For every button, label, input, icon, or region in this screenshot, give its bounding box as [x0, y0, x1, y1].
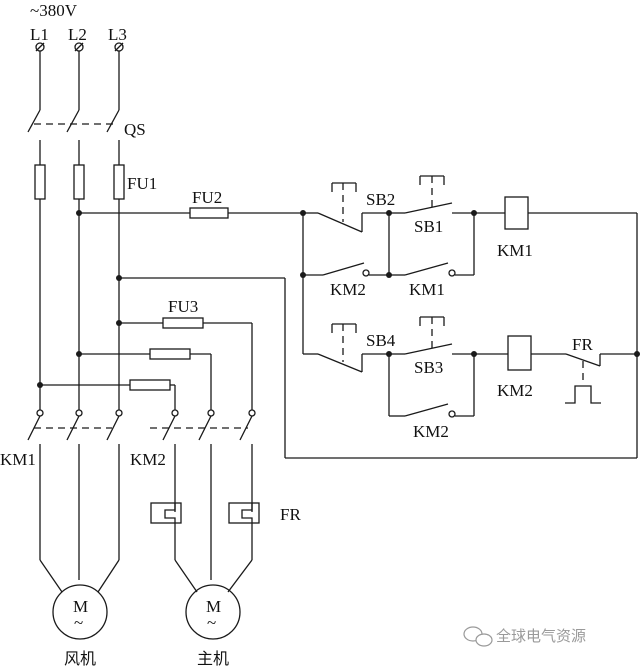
- supply-terminals: [35, 42, 124, 52]
- fr-thermal-label: FR: [280, 505, 301, 524]
- watermark-text: 全球电气资源: [496, 627, 586, 645]
- fr-contact-label: FR: [572, 335, 593, 354]
- sb1-label: SB1: [414, 217, 443, 236]
- km1-main-contacts: [27, 409, 123, 593]
- rung1-wiring: [300, 196, 637, 354]
- qs-label: QS: [124, 120, 146, 139]
- km2-main-label: KM2: [130, 450, 166, 469]
- sb4-label: SB4: [366, 331, 396, 350]
- fu3-label: FU3: [168, 297, 198, 316]
- km2-aux-label: KM2: [413, 422, 449, 441]
- fu1-label: FU1: [127, 174, 157, 193]
- km1-coil-label: KM1: [497, 241, 533, 260]
- control-supply-wiring: [76, 207, 303, 219]
- wechat-icon: [463, 626, 493, 647]
- main-motor-caption: 主机: [197, 649, 229, 668]
- main-motor-symbol: M: [206, 597, 221, 616]
- fu3-branch-wiring: [37, 317, 253, 410]
- km1-aux-label: KM1: [409, 280, 445, 299]
- fr-thermal-elements: [150, 502, 260, 593]
- km1-main-label: KM1: [0, 450, 36, 469]
- main-motor: M ~: [185, 584, 241, 640]
- km2-main-contacts: [150, 409, 256, 580]
- km2-interlock-label: KM2: [330, 280, 366, 299]
- sb4-button: [331, 323, 357, 362]
- fu2-label: FU2: [192, 188, 222, 207]
- sb3-label: SB3: [414, 358, 443, 377]
- phase-lines-top: [39, 51, 120, 110]
- fan-motor-caption: 风机: [64, 649, 96, 668]
- qs-isolator-switch: [27, 109, 120, 165]
- phase-label-l3: L3: [108, 25, 127, 44]
- fan-motor-phase: ~: [74, 613, 83, 632]
- supply-voltage: ~380V: [30, 1, 78, 20]
- fu1-fuses: [34, 164, 125, 200]
- main-motor-phase: ~: [207, 613, 216, 632]
- fan-motor: M ~: [52, 584, 108, 640]
- fan-motor-symbol: M: [73, 597, 88, 616]
- sb3-button: [419, 316, 445, 349]
- km2-coil-label: KM2: [497, 381, 533, 400]
- phase-lines-mid: [39, 199, 120, 410]
- watermark: 全球电气资源: [463, 626, 586, 647]
- control-return-wiring: [116, 213, 640, 459]
- sb2-label: SB2: [366, 190, 395, 209]
- sb1-button: [419, 175, 445, 208]
- rung2-wiring: [303, 335, 637, 418]
- phase-label-l2: L2: [68, 25, 87, 44]
- phase-label-l1: L1: [30, 25, 49, 44]
- sb2-button: [331, 182, 357, 222]
